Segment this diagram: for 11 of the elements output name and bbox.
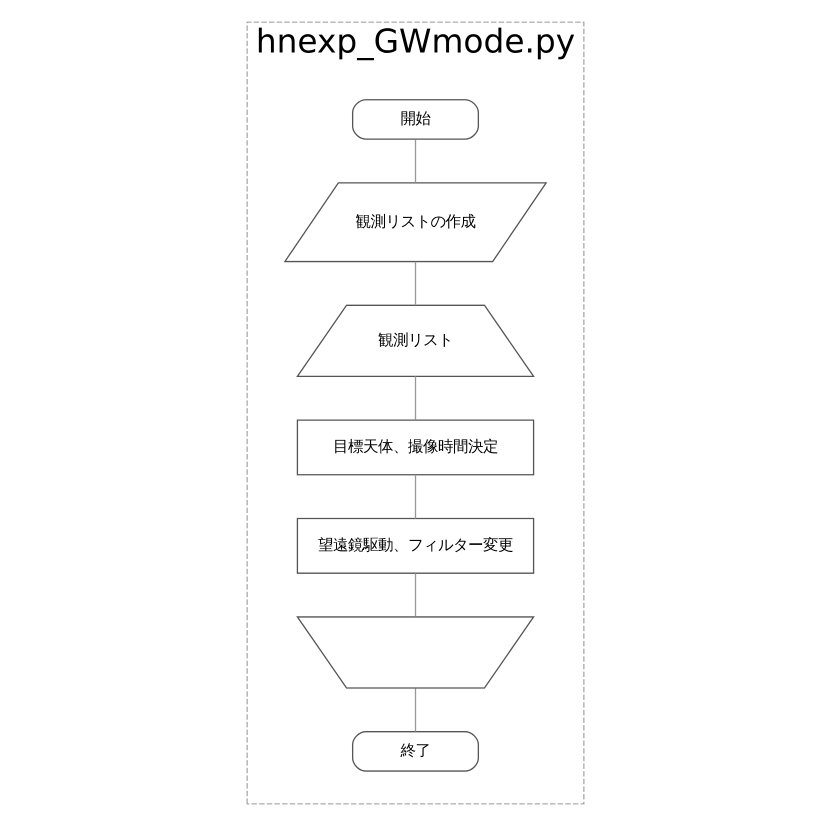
connector — [414, 262, 416, 306]
connector — [414, 573, 416, 617]
node-box: 開始 — [351, 99, 479, 140]
connector — [414, 139, 416, 183]
connector — [414, 376, 416, 420]
node-box — [296, 616, 534, 689]
node-box: 終了 — [351, 731, 479, 772]
node-box: 望遠鏡駆動、フィルター変更 — [296, 518, 534, 574]
connector — [414, 474, 416, 518]
node-box: 目標天体、撮像時間決定 — [296, 419, 534, 476]
connector — [414, 688, 416, 732]
